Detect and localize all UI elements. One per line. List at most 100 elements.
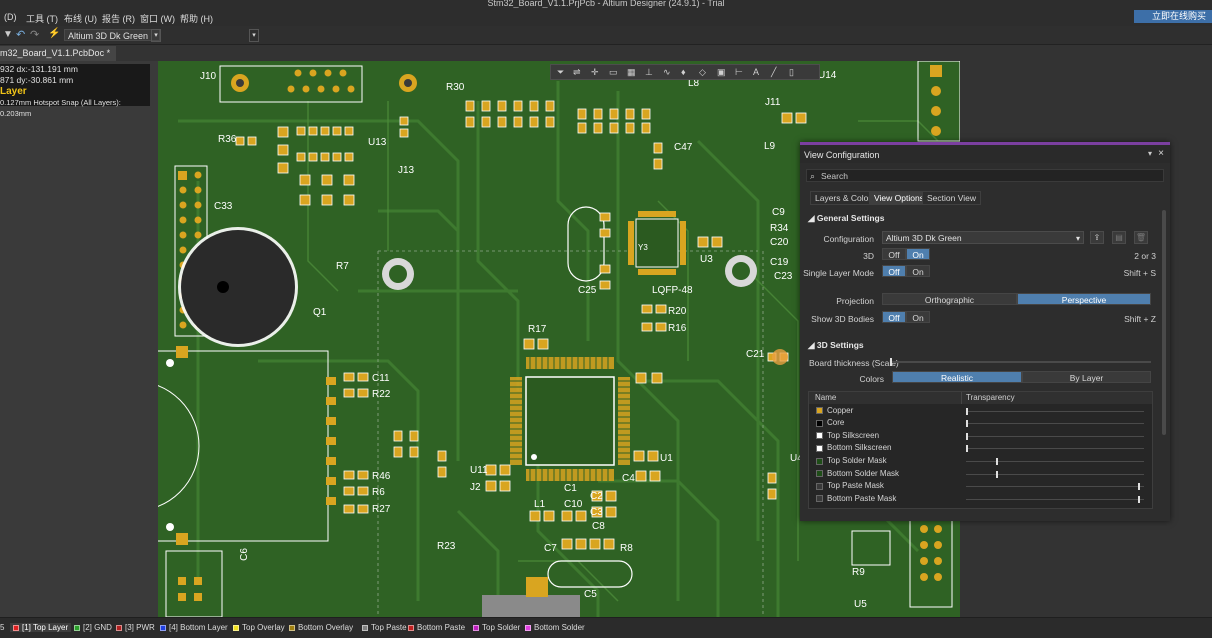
transparency-slider[interactable]	[966, 423, 1144, 425]
color-swatch[interactable]	[816, 444, 823, 452]
single-layer-off-button[interactable]: Off	[882, 265, 906, 277]
single-layer-on-button[interactable]: On	[906, 265, 930, 277]
color-swatch[interactable]	[816, 457, 823, 465]
component-icon[interactable]: ▦	[627, 67, 636, 77]
transparency-slider[interactable]	[966, 435, 1144, 437]
transparency-slider[interactable]	[966, 448, 1144, 450]
undo-icon[interactable]: ↶	[16, 29, 26, 41]
three-d-on-button[interactable]: On	[906, 248, 930, 260]
layer-tab[interactable]: [3] PWR	[116, 623, 155, 632]
route-icon[interactable]: ⇌	[573, 67, 581, 77]
copy-config-icon[interactable]: ▤	[1112, 231, 1126, 244]
transparency-slider[interactable]	[966, 486, 1144, 488]
layer-tab[interactable]: [4] Bottom Layer	[160, 623, 228, 632]
slider-thumb[interactable]	[890, 358, 892, 366]
transparency-slider[interactable]	[966, 473, 1144, 475]
table-row[interactable]: Copper	[809, 405, 1152, 418]
slider-thumb[interactable]	[966, 420, 968, 428]
search-input[interactable]: ⌕ Search	[806, 169, 1164, 182]
layer-tab-scroll-left[interactable]: 5	[0, 623, 5, 632]
panel-scrollbar[interactable]	[1162, 210, 1166, 435]
layer-tab[interactable]: Top Paste	[362, 623, 407, 632]
layer-tab[interactable]: Bottom Solder	[525, 623, 585, 632]
layer-tab[interactable]: Bottom Overlay	[289, 623, 353, 632]
readout-snap: 0.127mm Hotspot Snap (All Layers): 0.203…	[0, 98, 121, 118]
color-swatch[interactable]	[816, 419, 823, 427]
menu-item-tools[interactable]: 工具 (T)	[26, 14, 58, 24]
layer-tab[interactable]: [1] Top Layer	[10, 623, 72, 632]
dimension-icon[interactable]: ⊢	[735, 67, 743, 77]
crosshair-icon[interactable]: ✛	[591, 67, 599, 77]
filter-icon[interactable]: ⏷	[557, 67, 565, 77]
slider-thumb[interactable]	[995, 458, 998, 465]
layer-tab[interactable]: Top Overlay	[233, 623, 285, 632]
wand-icon[interactable]: ⚡	[48, 28, 61, 39]
line-icon[interactable]: ╱	[771, 67, 777, 77]
color-swatch[interactable]	[816, 470, 823, 478]
table-row[interactable]: Top Silkscreen	[809, 430, 1152, 443]
filter-icon[interactable]: ▼	[3, 29, 13, 40]
chevron-down-icon[interactable]: ▾	[249, 29, 259, 42]
redo-icon[interactable]: ↷	[30, 29, 40, 41]
transparency-slider[interactable]	[966, 498, 1144, 500]
color-swatch[interactable]	[816, 407, 823, 415]
table-row[interactable]: Bottom Solder Mask	[809, 468, 1152, 481]
layer-tab[interactable]: Bottom Paste	[408, 623, 465, 632]
wire-icon[interactable]: ∿	[663, 67, 671, 77]
measure-icon[interactable]: ⊥	[645, 67, 653, 77]
save-config-icon[interactable]: ⇪	[1090, 231, 1104, 244]
table-row[interactable]: Top Solder Mask	[809, 455, 1152, 468]
realistic-button[interactable]: Realistic	[892, 371, 1022, 383]
text-icon[interactable]: A	[753, 67, 760, 77]
tab-view-options[interactable]: View Options	[869, 191, 929, 205]
transparency-slider[interactable]	[966, 410, 1144, 412]
shortcut-single-layer: Shift + S	[1123, 268, 1156, 278]
menu-item-d[interactable]: (D)	[4, 12, 17, 22]
slider-thumb[interactable]	[995, 470, 998, 478]
menu-item-route[interactable]: 布线 (U)	[64, 14, 97, 24]
table-row[interactable]: Bottom Paste Mask	[809, 493, 1152, 506]
pin-icon[interactable]: ♦	[681, 67, 686, 77]
perspective-button[interactable]: Perspective	[1017, 293, 1151, 305]
slider-thumb[interactable]	[1138, 483, 1141, 491]
main-toolbar: ▼ ↶ ↷ ⚡ Altium 3D Dk Green ▾ ▾	[0, 26, 1212, 45]
select-rect-icon[interactable]: ▭	[609, 67, 618, 77]
three-d-off-button[interactable]: Off	[882, 248, 906, 260]
table-row[interactable]: Bottom Silkscreen	[809, 442, 1152, 455]
layer-tab[interactable]: Top Solder	[473, 623, 520, 632]
show-3d-off-button[interactable]: Off	[882, 311, 906, 323]
slider-thumb[interactable]	[966, 407, 968, 415]
region-icon[interactable]: ▣	[717, 67, 726, 77]
chevron-down-icon[interactable]: ▾	[1147, 149, 1152, 158]
section-3d-settings[interactable]: ◢ 3D Settings	[808, 340, 864, 350]
color-swatch[interactable]	[816, 495, 823, 503]
menu-item-help[interactable]: 帮助 (H)	[180, 14, 213, 24]
menu-item-window[interactable]: 窗口 (W)	[140, 14, 175, 24]
show-3d-on-button[interactable]: On	[906, 311, 930, 323]
menu-item-reports[interactable]: 报告 (R)	[102, 14, 135, 24]
transparency-slider[interactable]	[966, 461, 1144, 462]
close-icon[interactable]: ×	[1158, 148, 1164, 159]
buy-online-button[interactable]: 立即在线购买	[1133, 10, 1212, 23]
slider-thumb[interactable]	[1138, 495, 1141, 503]
color-swatch[interactable]	[816, 432, 823, 440]
board-thickness-slider[interactable]	[890, 358, 1151, 366]
color-swatch[interactable]	[816, 482, 823, 490]
slider-thumb[interactable]	[966, 432, 968, 440]
table-row[interactable]: Core	[809, 417, 1152, 430]
orthographic-button[interactable]: Orthographic	[882, 293, 1017, 305]
section-general-settings[interactable]: ◢ General Settings	[808, 213, 885, 223]
view-config-select[interactable]: Altium 3D Dk Green	[64, 29, 160, 41]
tab-pcbdoc[interactable]: m32_Board_V1.1.PcbDoc *	[0, 46, 117, 61]
layer-icon[interactable]: ▯	[789, 67, 794, 77]
slider-thumb[interactable]	[966, 445, 968, 453]
configuration-select[interactable]: Altium 3D Dk Green ▾	[882, 231, 1084, 244]
table-row[interactable]: Top Paste Mask	[809, 480, 1152, 493]
delete-config-icon[interactable]: 🗑	[1134, 231, 1148, 244]
by-layer-button[interactable]: By Layer	[1022, 371, 1151, 383]
chevron-down-icon[interactable]: ▾	[151, 29, 161, 42]
layer-tab[interactable]: [2] GND	[74, 623, 112, 632]
tab-section-view[interactable]: Section View	[922, 191, 981, 205]
polygon-icon[interactable]: ◇	[699, 67, 706, 77]
